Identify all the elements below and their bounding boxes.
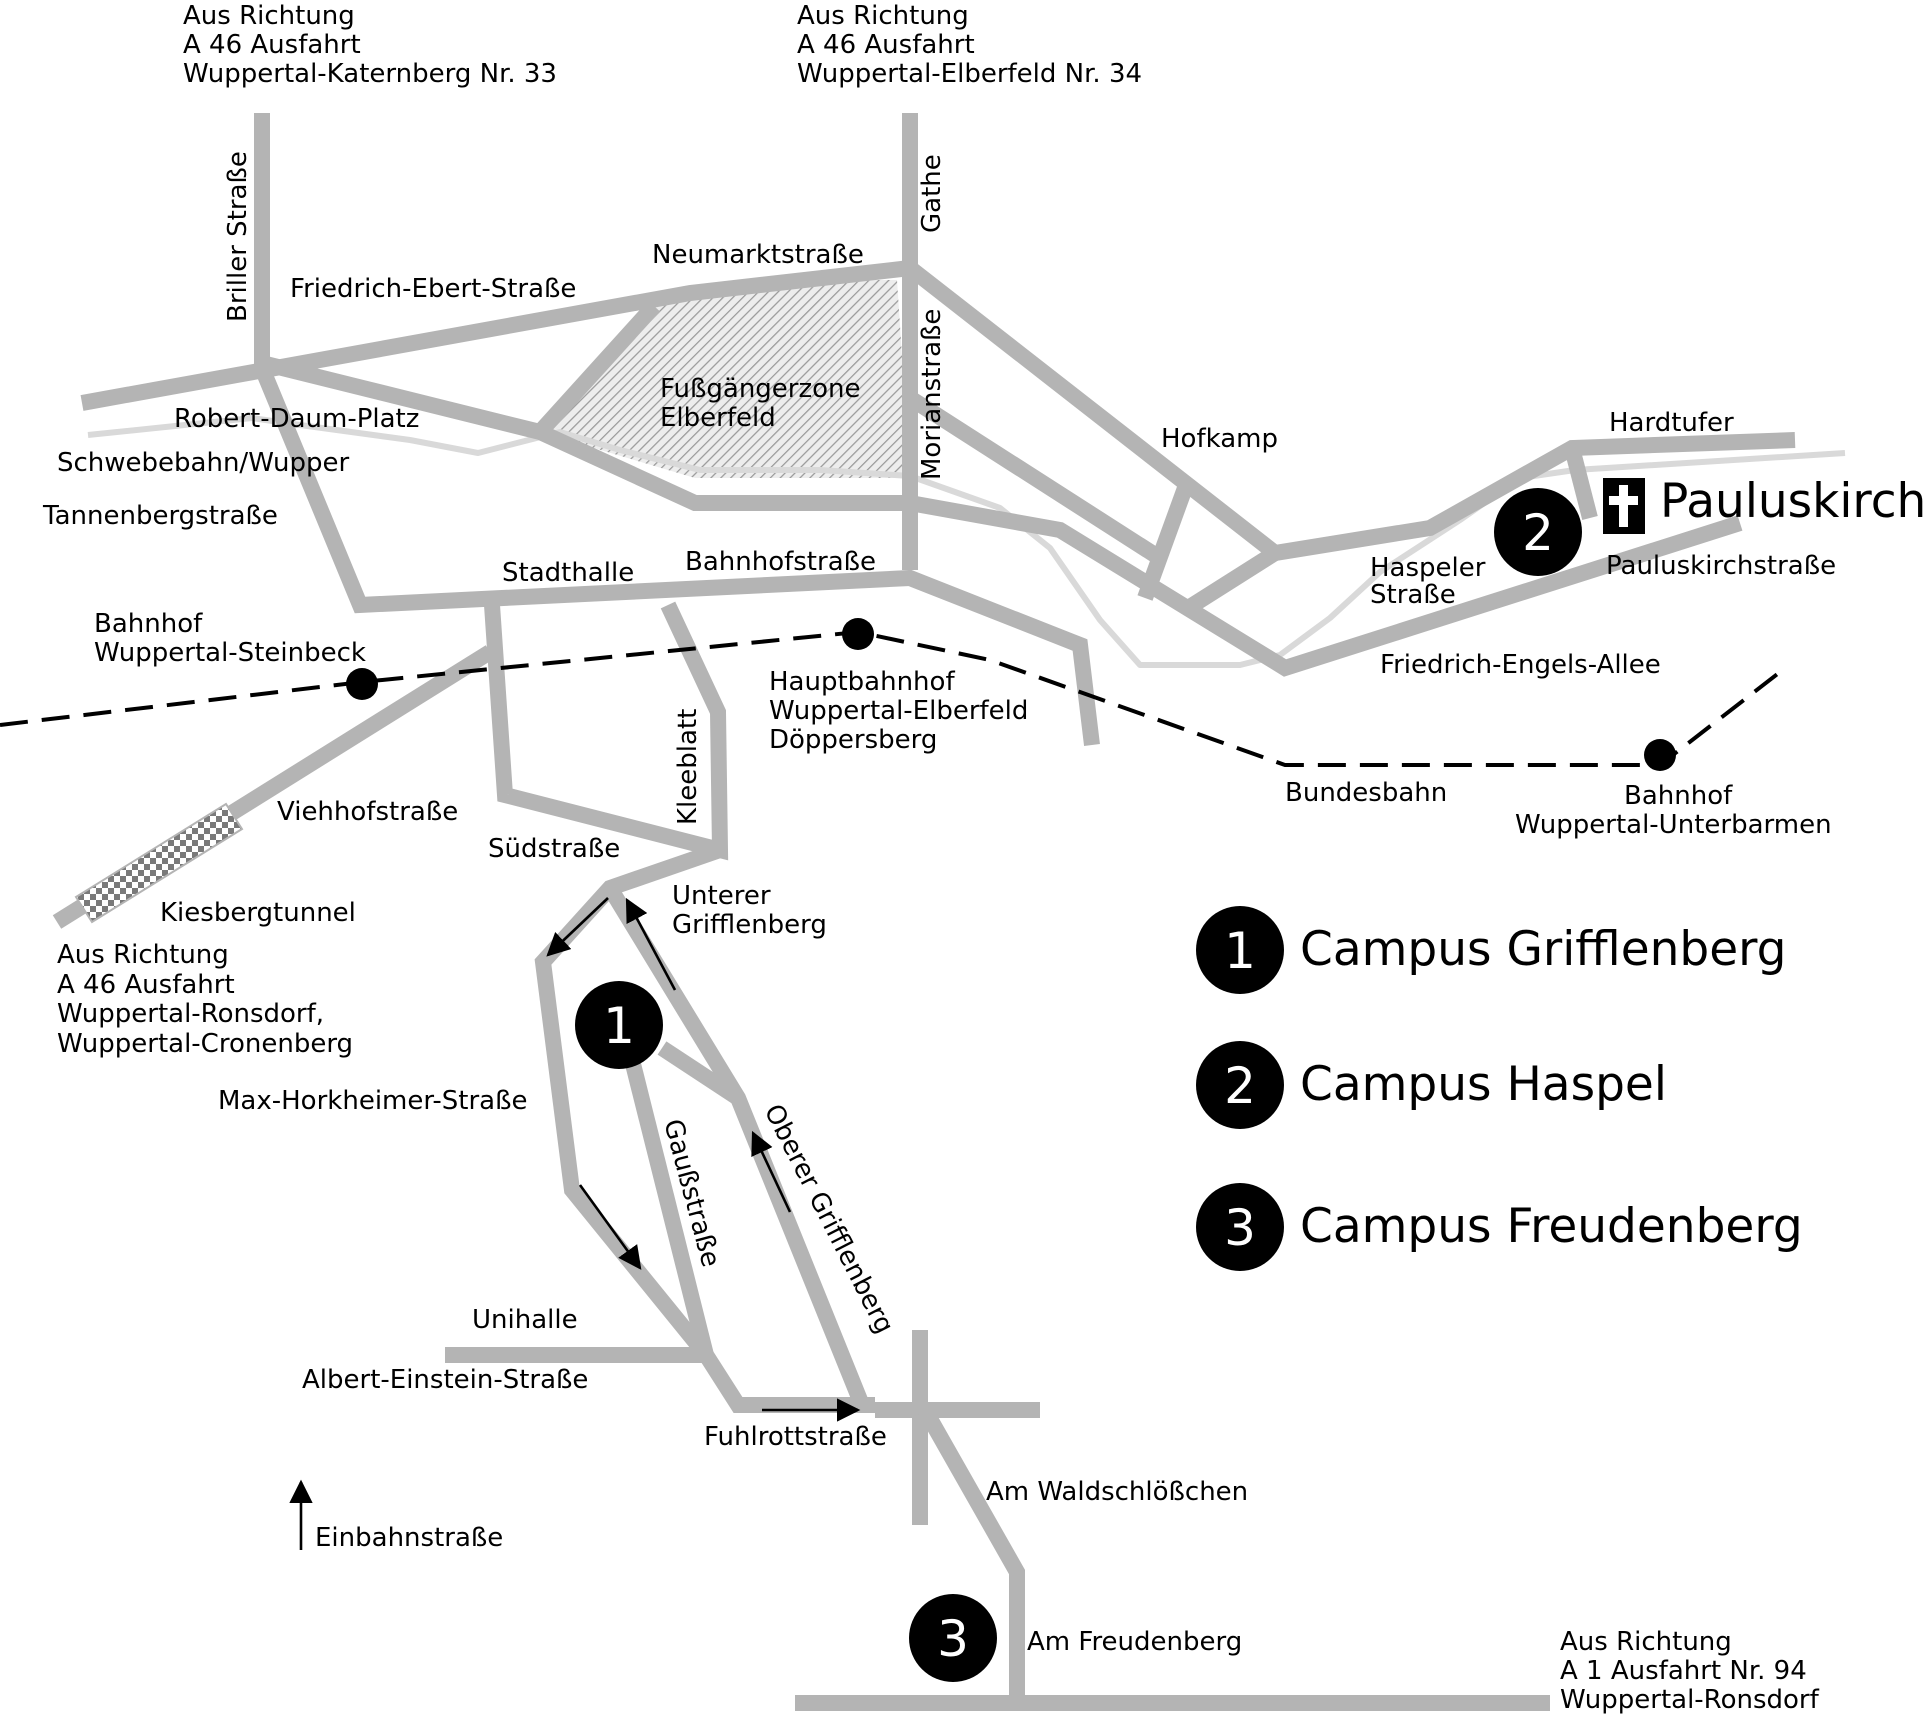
svg-text:1: 1 xyxy=(1224,922,1256,980)
svg-text:Wuppertal-Katernberg Nr. 33: Wuppertal-Katernberg Nr. 33 xyxy=(183,59,557,89)
legend: 1 Campus Grifflenberg 2 Campus Haspel 3 … xyxy=(1196,906,1803,1271)
svg-text:Grifflenberg: Grifflenberg xyxy=(672,910,827,940)
svg-text:Friedrich-Engels-Allee: Friedrich-Engels-Allee xyxy=(1380,650,1661,680)
legend-item-3[interactable]: 3 Campus Freudenberg xyxy=(1196,1183,1803,1271)
svg-text:Hauptbahnhof: Hauptbahnhof xyxy=(769,667,955,697)
campus-marker-1[interactable]: 1 xyxy=(575,981,663,1069)
svg-text:Viehhofstraße: Viehhofstraße xyxy=(277,797,458,827)
svg-text:Haspeler: Haspeler xyxy=(1370,553,1486,583)
svg-text:Wuppertal-Elberfeld: Wuppertal-Elberfeld xyxy=(769,696,1028,726)
svg-text:Bahnhof: Bahnhof xyxy=(94,609,203,639)
svg-text:Wuppertal-Cronenberg: Wuppertal-Cronenberg xyxy=(57,1029,353,1059)
svg-text:Max-Horkheimer-Straße: Max-Horkheimer-Straße xyxy=(218,1086,527,1116)
svg-text:Schwebebahn/Wupper: Schwebebahn/Wupper xyxy=(57,448,349,478)
direction-ronsdorf-cronenberg: Aus Richtung A 46 Ausfahrt Wuppertal-Ron… xyxy=(57,940,353,1059)
svg-text:A 46 Ausfahrt: A 46 Ausfahrt xyxy=(797,30,975,60)
one-way-arrows xyxy=(289,897,861,1550)
svg-text:Morianstraße: Morianstraße xyxy=(917,309,947,480)
svg-text:3: 3 xyxy=(1224,1199,1256,1257)
svg-text:Wuppertal-Unterbarmen: Wuppertal-Unterbarmen xyxy=(1515,810,1832,840)
pedestrian-zone xyxy=(540,280,910,478)
svg-text:Aus Richtung: Aus Richtung xyxy=(797,1,969,31)
svg-text:Döppersberg: Döppersberg xyxy=(769,725,937,755)
svg-text:2: 2 xyxy=(1522,504,1554,562)
svg-text:Aus Richtung: Aus Richtung xyxy=(1560,1627,1732,1657)
svg-text:Am Waldschlößchen: Am Waldschlößchen xyxy=(986,1477,1248,1507)
station-hbf-label: Hauptbahnhof Wuppertal-Elberfeld Döppers… xyxy=(769,667,1028,755)
svg-text:Wuppertal-Ronsdorf: Wuppertal-Ronsdorf xyxy=(1560,1685,1820,1715)
svg-text:Robert-Daum-Platz: Robert-Daum-Platz xyxy=(174,404,419,434)
svg-text:Straße: Straße xyxy=(1370,580,1456,610)
station-unterbarmen-dot xyxy=(1644,739,1676,771)
legend-item-1[interactable]: 1 Campus Grifflenberg xyxy=(1196,906,1786,994)
svg-text:Stadthalle: Stadthalle xyxy=(502,558,634,588)
svg-text:Aus Richtung: Aus Richtung xyxy=(57,940,229,970)
direction-a1: Aus Richtung A 1 Ausfahrt Nr. 94 Wuppert… xyxy=(1560,1627,1820,1715)
svg-text:A 46 Ausfahrt: A 46 Ausfahrt xyxy=(57,970,235,1000)
svg-text:Bahnhofstraße: Bahnhofstraße xyxy=(685,547,876,577)
svg-text:Am Freudenberg: Am Freudenberg xyxy=(1027,1627,1242,1657)
kiesberg-tunnel xyxy=(74,802,244,924)
svg-text:Kleeblatt: Kleeblatt xyxy=(673,709,703,825)
road-network xyxy=(52,113,1796,1711)
svg-text:Unterer: Unterer xyxy=(672,881,771,911)
station-hbf-dot xyxy=(842,618,874,650)
svg-text:Unihalle: Unihalle xyxy=(472,1305,578,1335)
campus-marker-2[interactable]: 2 xyxy=(1494,488,1582,576)
legend-item-2[interactable]: 2 Campus Haspel xyxy=(1196,1041,1667,1129)
svg-text:A 46 Ausfahrt: A 46 Ausfahrt xyxy=(183,30,361,60)
svg-text:Tannenbergstraße: Tannenbergstraße xyxy=(42,501,278,531)
svg-text:Albert-Einstein-Straße: Albert-Einstein-Straße xyxy=(302,1365,588,1395)
svg-text:Fuhlrottstraße: Fuhlrottstraße xyxy=(704,1422,887,1452)
direction-elberfeld: Aus Richtung A 46 Ausfahrt Wuppertal-Elb… xyxy=(797,1,1142,89)
direction-katernberg: Aus Richtung A 46 Ausfahrt Wuppertal-Kat… xyxy=(183,1,557,89)
svg-text:Gathe: Gathe xyxy=(917,154,947,233)
church-label: Pauluskirche xyxy=(1660,474,1923,529)
svg-text:1: 1 xyxy=(603,997,635,1055)
svg-text:A 1 Ausfahrt Nr. 94: A 1 Ausfahrt Nr. 94 xyxy=(1560,1656,1807,1686)
church-icon xyxy=(1603,478,1645,534)
station-steinbeck-dot xyxy=(346,668,378,700)
svg-text:Campus Grifflenberg: Campus Grifflenberg xyxy=(1300,922,1786,977)
svg-text:2: 2 xyxy=(1224,1057,1256,1115)
station-steinbeck-label: Bahnhof Wuppertal-Steinbeck xyxy=(94,609,366,668)
svg-text:Hofkamp: Hofkamp xyxy=(1161,424,1278,454)
station-unterbarmen-label: Bahnhof Wuppertal-Unterbarmen xyxy=(1515,781,1832,840)
svg-text:Bundesbahn: Bundesbahn xyxy=(1285,778,1447,808)
svg-text:Elberfeld: Elberfeld xyxy=(660,403,776,433)
campus-marker-3[interactable]: 3 xyxy=(909,1594,997,1682)
svg-text:Campus Haspel: Campus Haspel xyxy=(1300,1057,1667,1112)
svg-text:Neumarktstraße: Neumarktstraße xyxy=(652,240,864,270)
street-labels: Briller Straße Gathe Neumarktstraße Frie… xyxy=(42,151,1836,1657)
svg-text:Wuppertal-Steinbeck: Wuppertal-Steinbeck xyxy=(94,638,366,668)
svg-text:Briller Straße: Briller Straße xyxy=(223,151,253,322)
svg-text:Hardtufer: Hardtufer xyxy=(1609,408,1734,438)
svg-text:Pauluskirchstraße: Pauluskirchstraße xyxy=(1606,551,1836,581)
svg-text:Wuppertal-Elberfeld Nr. 34: Wuppertal-Elberfeld Nr. 34 xyxy=(797,59,1142,89)
svg-text:Kiesbergtunnel: Kiesbergtunnel xyxy=(160,898,356,928)
svg-text:Fußgängerzone: Fußgängerzone xyxy=(660,374,861,404)
svg-text:Wuppertal-Ronsdorf,: Wuppertal-Ronsdorf, xyxy=(57,999,324,1029)
svg-text:Friedrich-Ebert-Straße: Friedrich-Ebert-Straße xyxy=(290,274,576,304)
pedestrian-zone-label: Fußgängerzone Elberfeld xyxy=(660,374,861,433)
svg-text:3: 3 xyxy=(937,1610,969,1668)
svg-text:Aus Richtung: Aus Richtung xyxy=(183,1,355,31)
svg-text:Campus Freudenberg: Campus Freudenberg xyxy=(1300,1199,1803,1254)
oneway-label: Einbahnstraße xyxy=(315,1523,503,1553)
svg-text:Südstraße: Südstraße xyxy=(488,834,620,864)
svg-text:Bahnhof: Bahnhof xyxy=(1624,781,1733,811)
